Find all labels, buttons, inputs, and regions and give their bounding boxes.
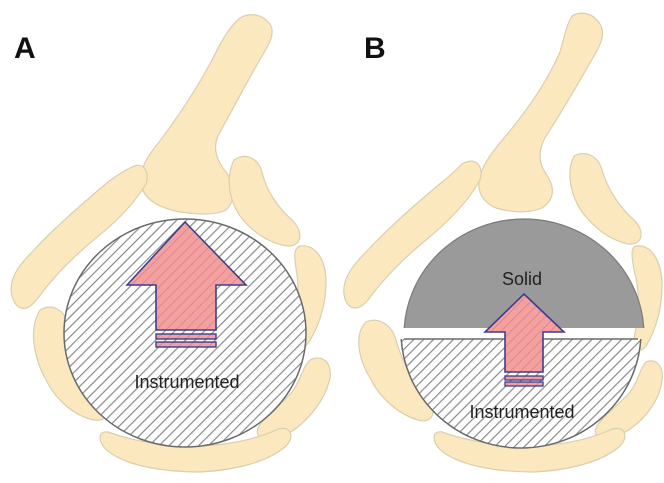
panel-a: A Instrumented [11,15,330,472]
panel-b: B Solid Instrumented [344,13,663,472]
instrumented-label-b: Instrumented [469,402,574,422]
panel-b-letter: B [364,32,386,65]
solid-label-b: Solid [502,269,542,289]
right-wedge-bone-b [570,154,641,245]
instrumented-label-a: Instrumented [134,372,239,392]
panel-a-letter: A [14,32,36,65]
